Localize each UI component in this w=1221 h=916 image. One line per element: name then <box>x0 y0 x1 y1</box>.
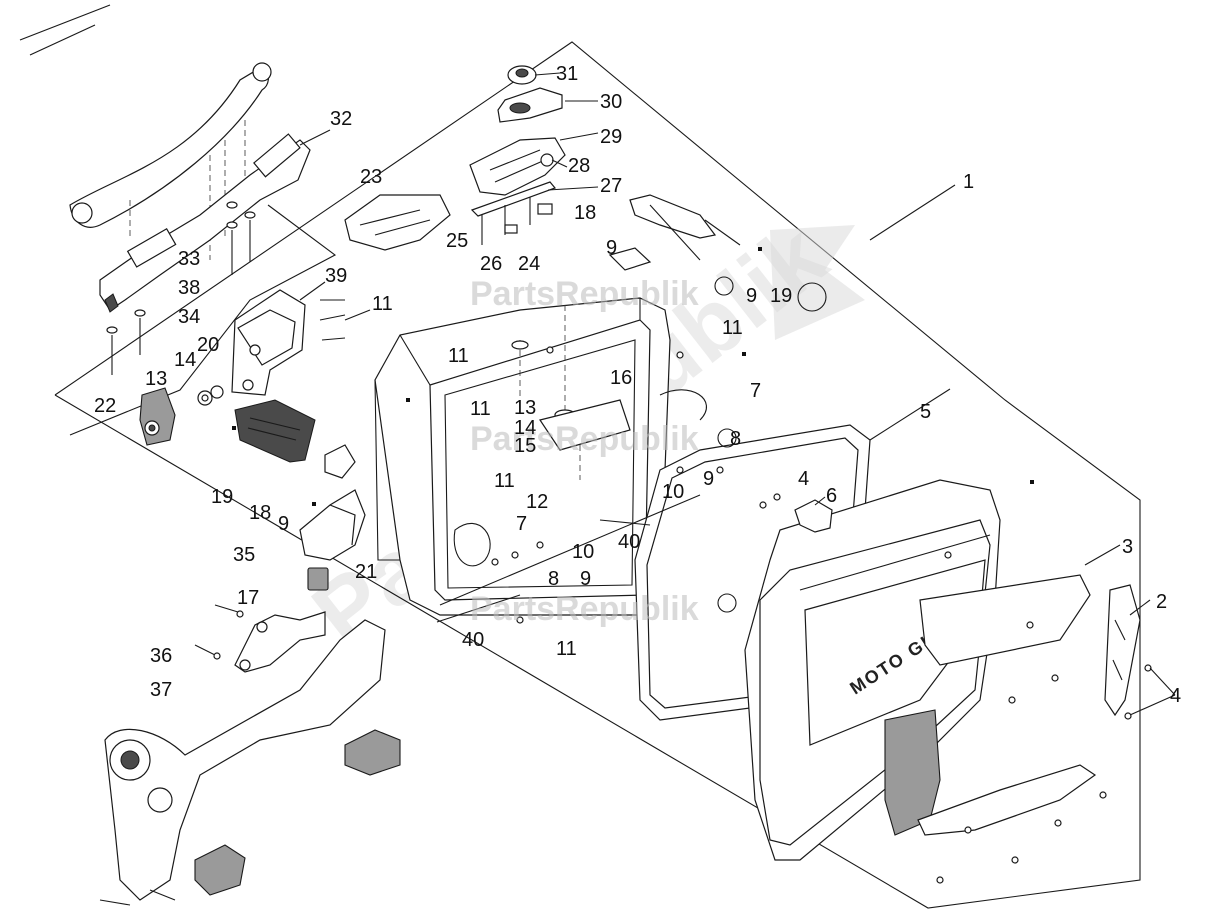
cover-21 <box>299 489 366 591</box>
callout-label: 4 <box>1170 685 1181 707</box>
callout-label: 40 <box>462 629 484 651</box>
callout-label: 31 <box>556 63 578 85</box>
callout-label: 33 <box>178 248 200 270</box>
mounting-plate-39 <box>231 289 346 396</box>
callout-label: 13 <box>145 368 167 390</box>
callout-label: 7 <box>516 513 527 535</box>
callout-label: 29 <box>600 126 622 148</box>
callout-label: 16 <box>610 367 632 389</box>
washers-13-14 <box>197 385 224 406</box>
callout-label: 34 <box>178 306 200 328</box>
callout-label: 35 <box>233 544 255 566</box>
callout-label: 28 <box>568 155 590 177</box>
callout-label: 9 <box>278 513 289 535</box>
callout-label: 21 <box>355 561 377 583</box>
screw-set-33-34-38 <box>106 201 256 375</box>
callout-label: 8 <box>548 568 559 590</box>
callout-label: 17 <box>237 587 259 609</box>
latch-parts-18-9 <box>608 194 741 271</box>
callout-label: 37 <box>150 679 172 701</box>
callout-label: 18 <box>249 502 271 524</box>
callout-label: 22 <box>94 395 116 417</box>
callout-label: 25 <box>446 230 468 252</box>
watermark-group: PartsRepublik PartsRepublik PartsRepubli… <box>470 225 865 628</box>
watermark-text: PartsRepublik <box>470 420 699 458</box>
footpeg-bracket <box>99 619 401 906</box>
lock-cylinder-22 <box>139 387 176 446</box>
callout-label: 30 <box>600 91 622 113</box>
callout-label: 27 <box>600 175 622 197</box>
screws-misc <box>491 346 1152 884</box>
callout-label: 2 <box>1156 591 1167 613</box>
callout-label: 19 <box>211 486 233 508</box>
callout-label: 11 <box>494 470 515 492</box>
handle-assembly <box>469 65 566 245</box>
reflector-2 <box>1104 584 1141 717</box>
gear-icon <box>717 593 737 613</box>
callout-label: 32 <box>330 108 352 130</box>
gear-icon <box>797 282 827 312</box>
callout-label: 11 <box>448 345 469 367</box>
callout-label: 11 <box>372 293 393 315</box>
callout-label: 10 <box>662 481 684 503</box>
watermark-flag <box>770 225 865 340</box>
callout-label: 19 <box>770 285 792 307</box>
callout-label: 9 <box>580 568 591 590</box>
strip-40 <box>436 494 701 623</box>
case-body <box>374 297 707 616</box>
callout-label: 9 <box>703 468 714 490</box>
side-trim <box>884 574 1097 836</box>
callout-label: 18 <box>574 202 596 224</box>
callout-label: 11 <box>470 398 491 420</box>
hinge-23 <box>344 194 451 251</box>
callout-label: 40 <box>618 531 640 553</box>
callout-label: 14 <box>174 349 196 371</box>
callout-label: 24 <box>518 253 540 275</box>
callout-labels: 1 2 3 4 4 5 6 7 7 8 8 9 9 9 9 9 10 10 11… <box>94 63 1181 707</box>
callout-label: 39 <box>325 265 347 287</box>
callout-label: 10 <box>572 541 594 563</box>
callout-label: 5 <box>920 401 931 423</box>
callout-label: 36 <box>150 645 172 667</box>
callout-label: 13 <box>514 397 536 419</box>
watermark-text: PartsRepublik <box>470 590 699 628</box>
callout-label: 8 <box>730 428 741 450</box>
callout-label: 15 <box>514 435 536 457</box>
callout-label: 11 <box>722 317 743 339</box>
callout-label: 11 <box>556 638 577 660</box>
callout-label: 6 <box>826 485 837 507</box>
gear-icon <box>714 276 734 296</box>
callout-label: 26 <box>480 253 502 275</box>
callout-label: 38 <box>178 277 200 299</box>
frame-rail <box>19 4 272 260</box>
callout-label: 20 <box>197 334 219 356</box>
gear-icon <box>717 428 737 448</box>
callout-label: 1 <box>963 171 974 193</box>
callout-label: 3 <box>1122 536 1133 558</box>
side-bracket-32 <box>99 133 311 313</box>
clip-6 <box>759 493 833 533</box>
callout-label: 7 <box>750 380 761 402</box>
callout-label: 9 <box>746 285 757 307</box>
callout-label: 14 <box>514 417 536 439</box>
reference-markers <box>232 247 1034 506</box>
watermark-text: PartsRepublik <box>470 275 699 313</box>
assembly-outline <box>54 41 1141 909</box>
callout-label: 4 <box>798 468 809 490</box>
callout-label: 9 <box>606 237 617 259</box>
bracket-17 <box>194 604 326 673</box>
leader-lines <box>299 72 1176 716</box>
callout-label: 23 <box>360 166 382 188</box>
lid-3: MOTO GUZZI <box>744 479 1001 861</box>
latch-handle-19 <box>234 399 356 479</box>
callout-label: 12 <box>526 491 548 513</box>
